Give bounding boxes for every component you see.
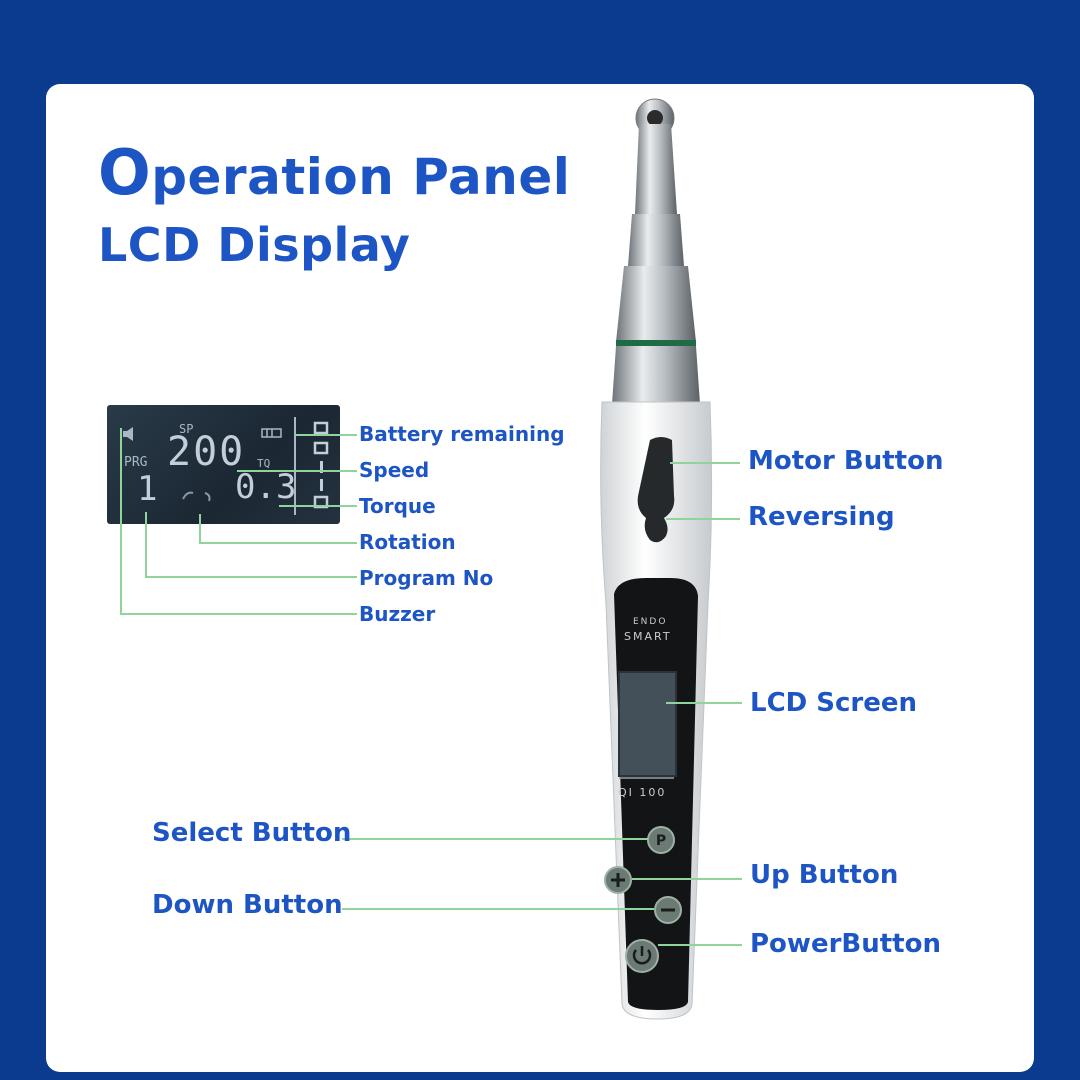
heading-lcd-display: LCD Display bbox=[98, 218, 411, 272]
endomotor-device: ENDO SMART QI 100 P bbox=[600, 98, 713, 1020]
power-button-icon bbox=[625, 939, 659, 973]
scale-mark-5 bbox=[313, 495, 329, 509]
sp-label: SP bbox=[179, 422, 194, 436]
label-select-button: Select Button bbox=[152, 818, 352, 848]
label-program-no: Program No bbox=[359, 566, 494, 590]
prg-label: PRG bbox=[124, 455, 148, 470]
motor-button bbox=[637, 437, 675, 543]
label-rotation: Rotation bbox=[359, 530, 456, 554]
model-label: QI 100 bbox=[618, 786, 666, 799]
label-down-button: Down Button bbox=[152, 890, 343, 920]
program-readout: 1 bbox=[137, 469, 158, 509]
brand-line2: SMART bbox=[624, 630, 672, 643]
battery-icon bbox=[261, 428, 282, 438]
label-torque: Torque bbox=[359, 494, 436, 518]
label-motor-button: Motor Button bbox=[748, 446, 944, 476]
lcd-icons bbox=[123, 417, 329, 515]
buzzer-icon bbox=[123, 427, 133, 441]
scale-mark-2 bbox=[313, 441, 329, 455]
brand-line1: ENDO bbox=[633, 617, 667, 627]
lcd-closeup: SP 200 PRG 1 TQ 0.3 bbox=[107, 405, 340, 524]
scale-mark-1 bbox=[313, 421, 329, 435]
svg-text:P: P bbox=[656, 833, 666, 849]
torque-readout: 0.3 bbox=[235, 467, 297, 507]
info-card: Operation Panel LCD Display SP 200 PRG 1… bbox=[46, 84, 1034, 1072]
label-reversing: Reversing bbox=[748, 502, 895, 532]
label-power-button: PowerButton bbox=[750, 929, 941, 959]
heading-operation-panel: Operation Panel bbox=[98, 136, 571, 209]
scale-mark-4 bbox=[320, 479, 323, 491]
label-lcd-screen: LCD Screen bbox=[750, 688, 918, 718]
tq-label: TQ bbox=[257, 457, 271, 470]
lcd-screen bbox=[618, 671, 677, 777]
down-button-minus-icon bbox=[654, 896, 682, 924]
select-button: P bbox=[647, 826, 675, 854]
speed-readout: 200 bbox=[167, 429, 246, 475]
label-buzzer: Buzzer bbox=[359, 602, 436, 626]
up-button-plus-icon bbox=[604, 866, 632, 894]
rotation-icon bbox=[182, 491, 211, 502]
label-up-button: Up Button bbox=[750, 860, 899, 890]
label-battery-remaining: Battery remaining bbox=[359, 422, 565, 446]
scale-mark-3 bbox=[320, 461, 323, 473]
label-speed: Speed bbox=[359, 458, 430, 482]
